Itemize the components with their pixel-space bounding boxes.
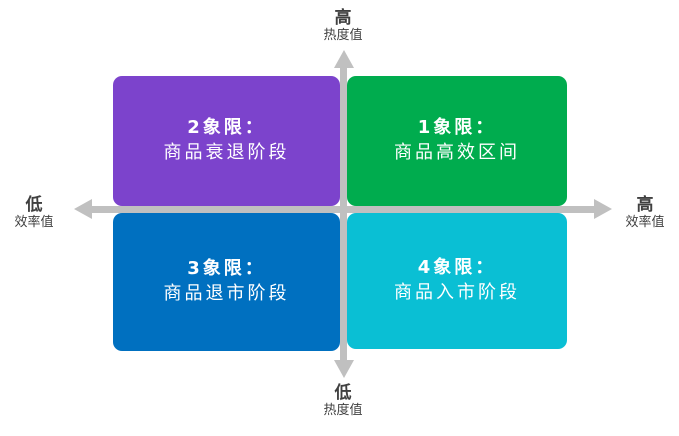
arrow-down-icon: [334, 360, 354, 378]
right-level: 高: [636, 195, 654, 215]
vertical-axis: [340, 62, 347, 366]
quadrant-2: 2象限： 商品衰退阶段: [113, 76, 340, 206]
arrow-up-icon: [334, 50, 354, 68]
left-level: 低: [25, 195, 43, 215]
quadrant-4: 4象限： 商品入市阶段: [347, 213, 567, 349]
arrow-left-icon: [74, 199, 92, 219]
right-metric: 效率值: [625, 215, 665, 230]
quadrant-1: 1象限： 商品高效区间: [347, 76, 567, 206]
quadrant-2-desc: 商品衰退阶段: [163, 142, 290, 163]
right-axis-label: 高 效率值: [611, 196, 679, 231]
quadrant-1-title: 1象限：: [417, 117, 497, 138]
quadrant-1-desc: 商品高效区间: [394, 142, 520, 163]
quadrant-3-title: 3象限：: [187, 258, 266, 279]
bottom-axis-label: 低 热度值: [303, 384, 383, 419]
top-axis-label: 高 热度值: [303, 9, 383, 44]
quadrant-4-desc: 商品入市阶段: [394, 282, 520, 303]
left-axis-label: 低 效率值: [0, 196, 68, 231]
quadrant-3: 3象限： 商品退市阶段: [113, 213, 340, 351]
bottom-level: 低: [334, 383, 352, 403]
top-level: 高: [334, 8, 352, 28]
bottom-metric: 热度值: [323, 403, 363, 418]
quadrant-4-title: 4象限：: [417, 257, 497, 278]
top-metric: 热度值: [323, 28, 363, 43]
quadrant-3-desc: 商品退市阶段: [163, 283, 290, 304]
quadrant-2-title: 2象限：: [187, 117, 266, 138]
arrow-right-icon: [594, 199, 612, 219]
left-metric: 效率值: [14, 215, 54, 230]
